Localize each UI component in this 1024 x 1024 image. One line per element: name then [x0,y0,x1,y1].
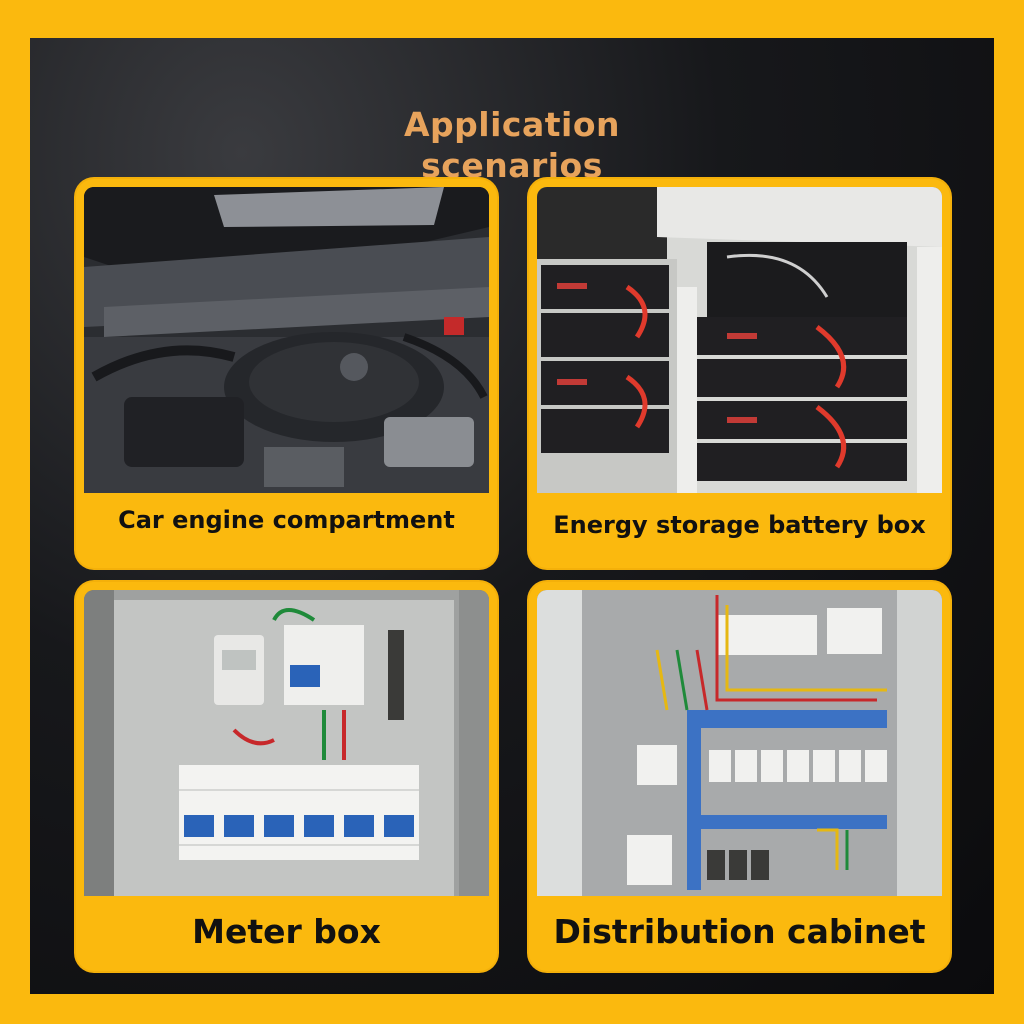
title-line-1: Application [404,105,620,144]
scenario-card-battery-box: Energy storage battery box [529,179,950,568]
title-line-2: scenarios [421,146,603,185]
scenario-label: Meter box [192,912,381,951]
scenario-label: Distribution cabinet [553,912,926,951]
meter-box-photo [84,590,489,896]
scenario-label: Energy storage battery box [553,511,926,539]
scenario-card-car-engine: Car engine compartment [76,179,497,568]
page-title: Application scenarios [30,104,994,186]
distribution-cabinet-photo [537,590,942,896]
car-engine-photo [84,187,489,493]
scenario-card-meter-box: Meter box [76,582,497,971]
scenario-label: Car engine compartment [118,506,455,534]
battery-rack-photo [537,187,942,493]
scenario-card-distribution-cabinet: Distribution cabinet [529,582,950,971]
